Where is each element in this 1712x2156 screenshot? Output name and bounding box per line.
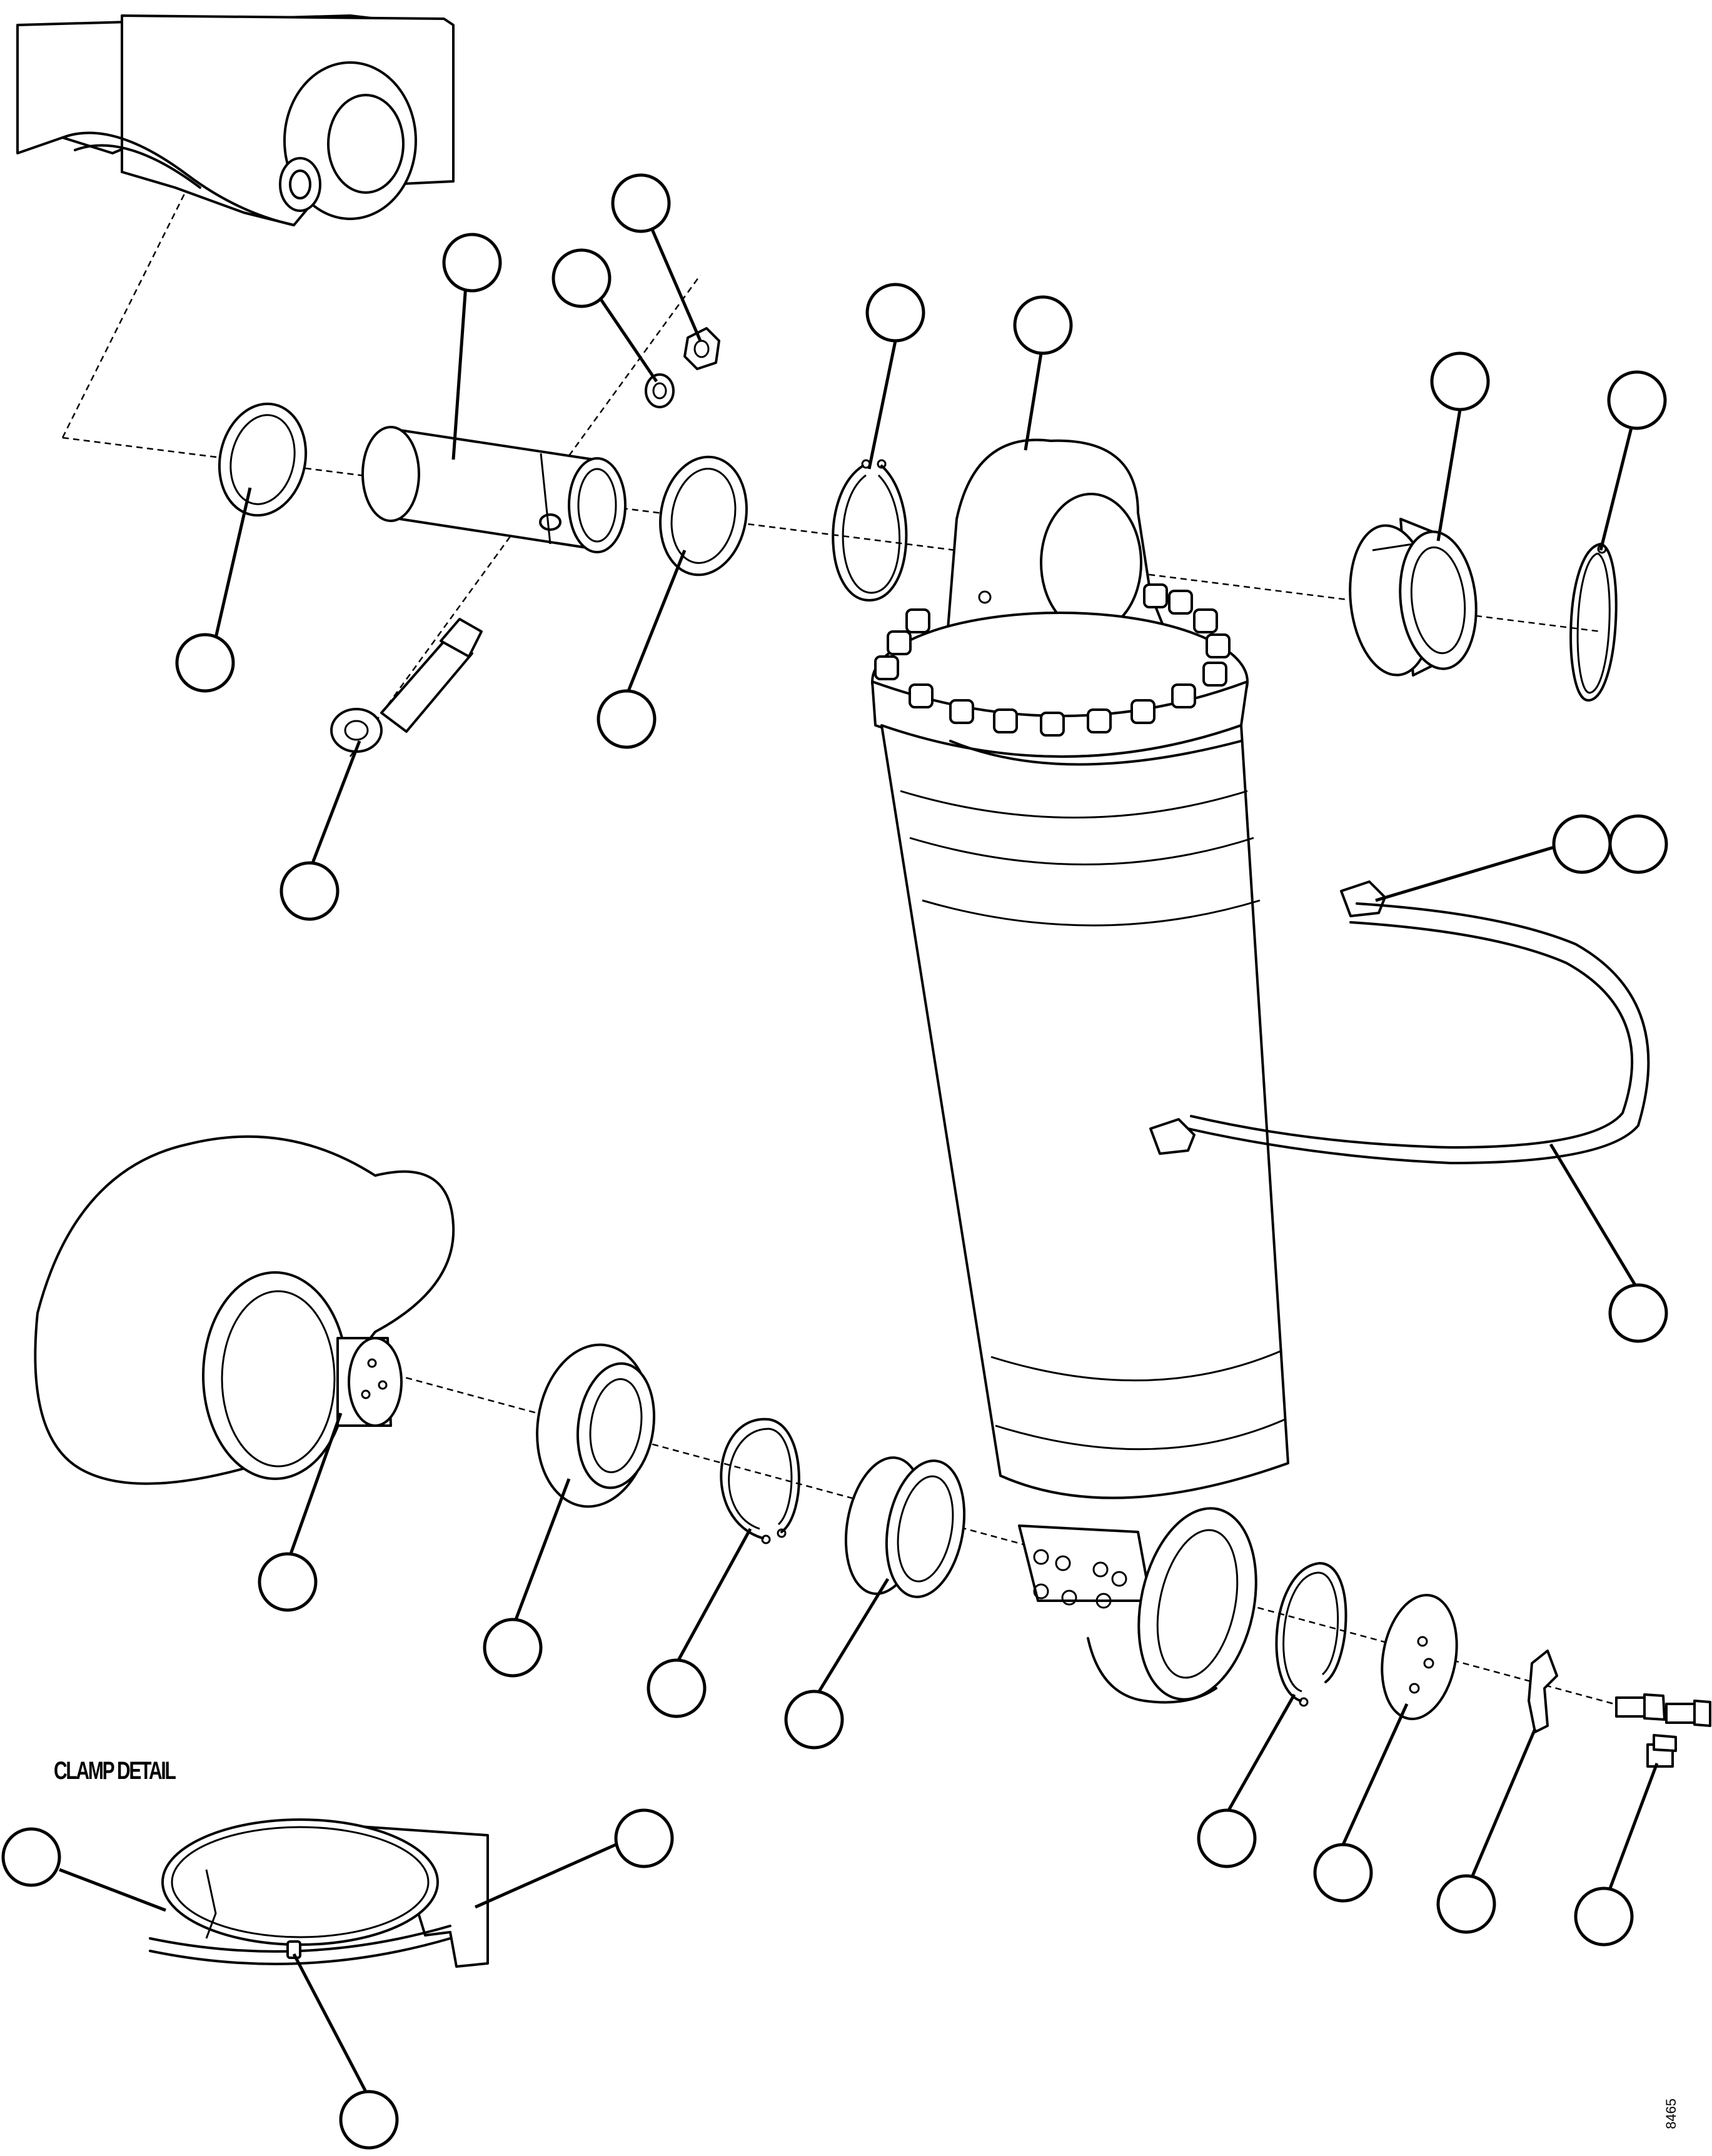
callout-lower-snap-ring (647, 1658, 707, 1718)
upper-bearing-part (1349, 518, 1478, 677)
nut-part (683, 327, 720, 370)
callout-clamp-hardware-b (1608, 814, 1668, 874)
callout-lower-seal (483, 1618, 543, 1678)
flange-bolts (874, 583, 1231, 737)
callout-inner-spacer (597, 689, 657, 749)
callout-cap-screws (1574, 1886, 1634, 1947)
lower-mount (34, 1135, 455, 1485)
bolt-part (330, 618, 483, 753)
callout-nut (611, 173, 671, 233)
callout-lower-bearing (784, 1690, 844, 1750)
callout-lower-pin-stub (258, 1552, 318, 1612)
clamp-detail (149, 1818, 489, 1968)
inner-spacer-part (659, 455, 748, 577)
cap-screws-part (1615, 1693, 1711, 1768)
end-plate-part (1381, 1594, 1458, 1720)
bearing-snap-ring-part (1569, 543, 1618, 702)
base-bolts (1033, 1549, 1127, 1609)
clamp-detail-caption: CLAMP DETAIL (54, 1757, 176, 1785)
upper-snap-ring-part (832, 459, 908, 602)
upper-pin-part (361, 426, 627, 553)
upper-spacer-part (218, 402, 308, 517)
leader-lines (59, 224, 1659, 2093)
callout-rod-snap-ring (1197, 1808, 1257, 1868)
callout-clamp-strap (1608, 1283, 1668, 1343)
lower-seal-part (536, 1343, 656, 1508)
callout-cylinder (1013, 295, 1073, 355)
axis-lines (61, 187, 1626, 1708)
callout-lock-washer (551, 248, 612, 308)
callout-clamp-fastener (339, 2090, 399, 2150)
callout-bubbles (1, 173, 1668, 2150)
callout-bearing-snap-ring (1607, 370, 1667, 430)
document-reference: 8465 (1663, 2098, 1679, 2129)
lower-snap-ring-part (720, 1418, 800, 1544)
upper-mount-bracket (16, 14, 455, 226)
cylinder-part (871, 438, 1289, 1704)
clamp-strap-part (1149, 880, 1650, 1164)
callout-upper-snap-ring (865, 283, 925, 343)
lower-bearing-part (844, 1456, 966, 1598)
lock-tab-part (1528, 1650, 1558, 1733)
callout-clamp-band (1, 1827, 61, 1887)
callout-pin (442, 233, 502, 293)
callout-lock-tab (1436, 1874, 1496, 1934)
rod-snap-ring-part (1275, 1562, 1347, 1707)
callout-upper-bearing (1430, 351, 1490, 411)
lock-washer-part (645, 373, 675, 408)
callout-bolt (279, 861, 340, 921)
callout-clamp-hardware-a (1552, 814, 1612, 874)
callout-upper-spacer (175, 633, 235, 693)
callout-clamp-guard (614, 1808, 674, 1868)
callout-end-plate (1313, 1843, 1373, 1903)
